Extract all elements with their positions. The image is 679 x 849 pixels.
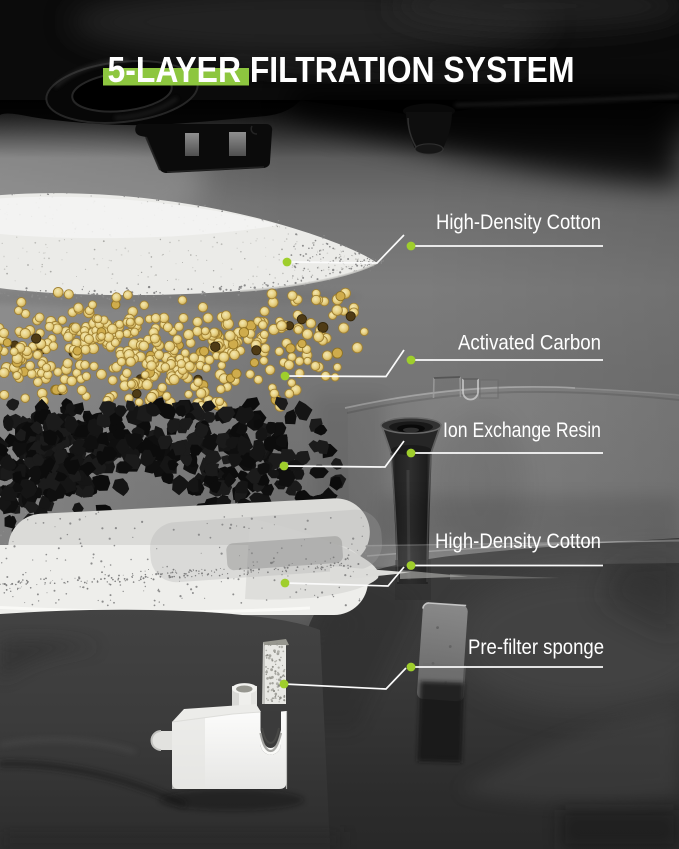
svg-text:High-Density Cotton: High-Density Cotton xyxy=(435,530,601,553)
svg-text:Activated Carbon: Activated Carbon xyxy=(458,332,601,355)
svg-text:Ion Exchange Resin: Ion Exchange Resin xyxy=(443,419,601,442)
svg-text:Pre-filter sponge: Pre-filter sponge xyxy=(468,636,604,659)
svg-text:5-LAYER FILTRATION SYSTEM: 5-LAYER FILTRATION SYSTEM xyxy=(108,49,575,90)
svg-text:High-Density Cotton: High-Density Cotton xyxy=(436,211,601,234)
